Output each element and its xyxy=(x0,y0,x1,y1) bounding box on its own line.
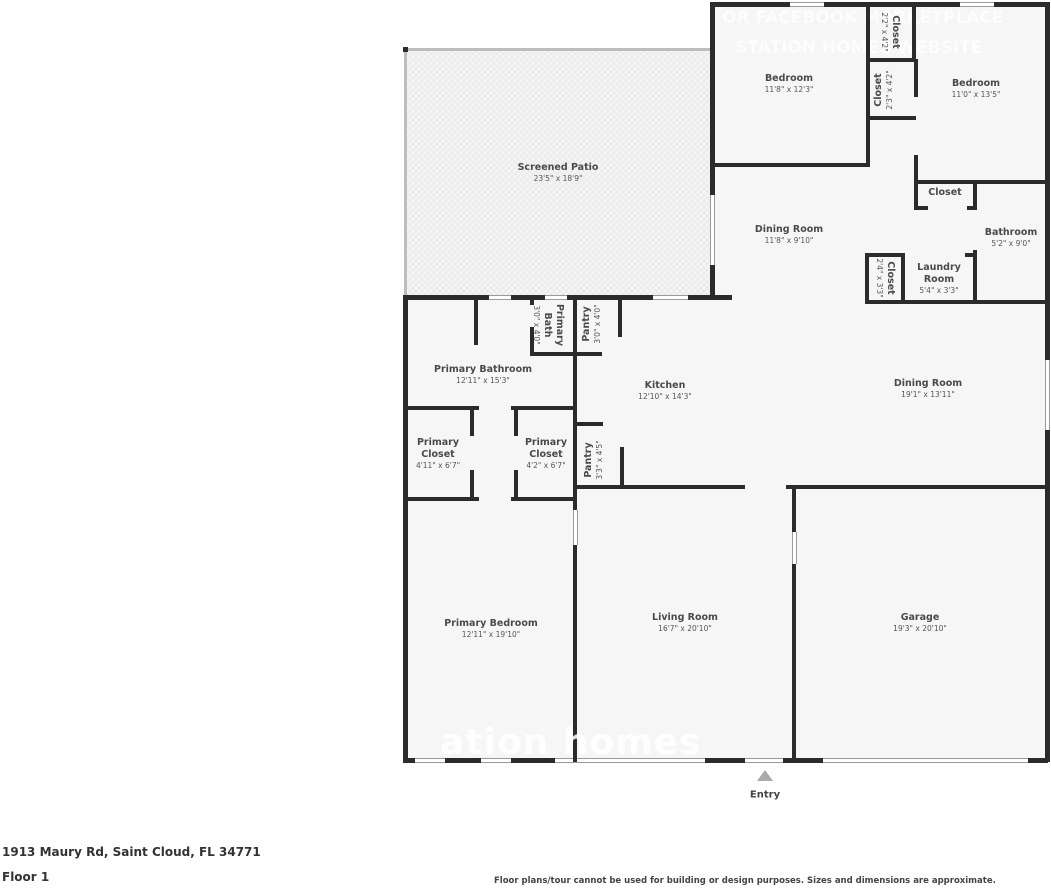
room-label-laundry-room: Laundry Room 5'4" x 3'3" xyxy=(917,262,961,295)
wall xyxy=(404,406,479,410)
patio-screen-top xyxy=(404,48,712,51)
room-label-kitchen: Kitchen 12'10" x 14'3" xyxy=(638,380,692,401)
window xyxy=(1045,360,1050,430)
screened-patio-area xyxy=(404,48,712,297)
watermark-top-line-2: STATION HOMES WEBSITE xyxy=(735,38,983,58)
wall xyxy=(865,300,1048,304)
room-label-closet-hall: Closet xyxy=(928,187,962,198)
room-label-primary-closet-left: Primary Closet 4'11" x 6'7" xyxy=(415,437,461,470)
room-label-bedroom-2: Bedroom 11'0" x 13'5" xyxy=(951,78,1001,99)
wall xyxy=(710,2,1050,7)
wall xyxy=(618,297,622,337)
room-label-garage: Garage 19'3" x 20'10" xyxy=(893,612,947,633)
room-label-living-room: Living Room 16'7" x 20'10" xyxy=(652,612,718,633)
entry-door xyxy=(745,758,783,763)
wall xyxy=(792,487,796,532)
wall xyxy=(470,470,474,500)
wall xyxy=(712,163,868,167)
wall xyxy=(710,2,715,298)
room-label-pantry-top: Pantry 3'0" x 4'0" xyxy=(581,304,602,344)
wall xyxy=(575,422,603,426)
wall xyxy=(792,564,796,762)
wall xyxy=(403,758,1048,763)
bathroom-area xyxy=(975,182,1048,302)
window xyxy=(545,295,567,300)
entry-label: Entry xyxy=(749,789,781,801)
wall xyxy=(530,352,602,356)
window xyxy=(653,295,688,300)
property-address: 1913 Maury Rd, Saint Cloud, FL 34771 xyxy=(2,845,261,859)
room-label-bedroom-1: Bedroom 11'8" x 12'3" xyxy=(764,73,814,94)
wall xyxy=(965,253,977,257)
wall xyxy=(912,2,916,59)
wall xyxy=(511,497,575,501)
primary-bathroom-area xyxy=(404,297,575,500)
room-label-closet-mid: Closet 2'3" x 4'2" xyxy=(873,70,894,110)
room-label-bathroom: Bathroom 5'2" x 9'0" xyxy=(984,227,1038,248)
wall xyxy=(973,180,977,210)
wall xyxy=(514,406,518,436)
primary-bedroom-area xyxy=(404,500,575,762)
wall xyxy=(967,206,977,210)
window xyxy=(489,295,511,300)
wall xyxy=(865,253,869,303)
wall xyxy=(403,295,731,300)
wall xyxy=(474,297,478,345)
wall xyxy=(514,470,518,500)
wall xyxy=(973,250,977,302)
window xyxy=(555,758,705,763)
room-label-screened-patio: Screened Patio 23'5" x 18'9" xyxy=(517,162,599,183)
wall xyxy=(530,327,534,355)
wall xyxy=(511,406,575,410)
room-label-pantry-lower: Pantry 3'3" x 4'5" xyxy=(583,440,604,480)
room-label-primary-bedroom: Primary Bedroom 12'11" x 19'10" xyxy=(444,618,538,639)
wall xyxy=(404,497,479,501)
window xyxy=(415,758,445,763)
room-label-dining-room-lower: Dining Room 19'1" x 13'11" xyxy=(893,378,963,399)
garage-door xyxy=(823,758,1028,763)
garage-area xyxy=(795,487,1048,762)
wall xyxy=(866,116,916,120)
kitchen-area xyxy=(575,297,1048,487)
window xyxy=(960,2,994,7)
dining-upper-area xyxy=(712,118,975,302)
wall xyxy=(712,295,732,300)
wall xyxy=(470,406,474,436)
window xyxy=(481,758,511,763)
wall xyxy=(575,485,745,489)
room-label-closet-top: Closet 2'2" x 4'2" xyxy=(880,12,901,52)
floor-label: Floor 1 xyxy=(2,870,50,884)
room-label-closet-laundry: Closet 2'4" x 3'3" xyxy=(875,258,896,298)
wall xyxy=(901,253,905,303)
room-label-primary-bathroom: Primary Bathroom 12'11" x 15'3" xyxy=(434,364,532,385)
wall xyxy=(866,2,870,167)
room-label-primary-closet-right: Primary Closet 4'2" x 6'7" xyxy=(524,437,568,470)
room-label-primary-bath: Primary Bath 3'0" x 4'0" xyxy=(532,303,565,347)
wall xyxy=(786,485,1048,489)
door xyxy=(792,532,797,564)
room-label-dining-room-upper: Dining Room 11'8" x 9'10" xyxy=(754,224,824,245)
entry-arrow-icon xyxy=(757,770,773,781)
patio-screen-left xyxy=(404,48,407,297)
wall xyxy=(866,58,916,62)
disclaimer: Floor plans/tour cannot be used for buil… xyxy=(494,876,996,886)
patio-corner xyxy=(403,47,408,52)
wall xyxy=(914,59,918,97)
watermark-bottom: ation homes xyxy=(440,722,702,763)
wall xyxy=(403,295,408,762)
wall xyxy=(530,297,534,305)
living-room-area xyxy=(575,487,795,762)
patio-door xyxy=(710,195,715,265)
wall xyxy=(914,206,928,210)
window xyxy=(790,2,824,7)
wall xyxy=(620,447,624,487)
wall xyxy=(914,180,1048,184)
watermark-top-line-1: OR FACEBOOK MARKETPLACE xyxy=(722,8,1004,28)
wall xyxy=(865,253,905,257)
door xyxy=(573,510,578,545)
